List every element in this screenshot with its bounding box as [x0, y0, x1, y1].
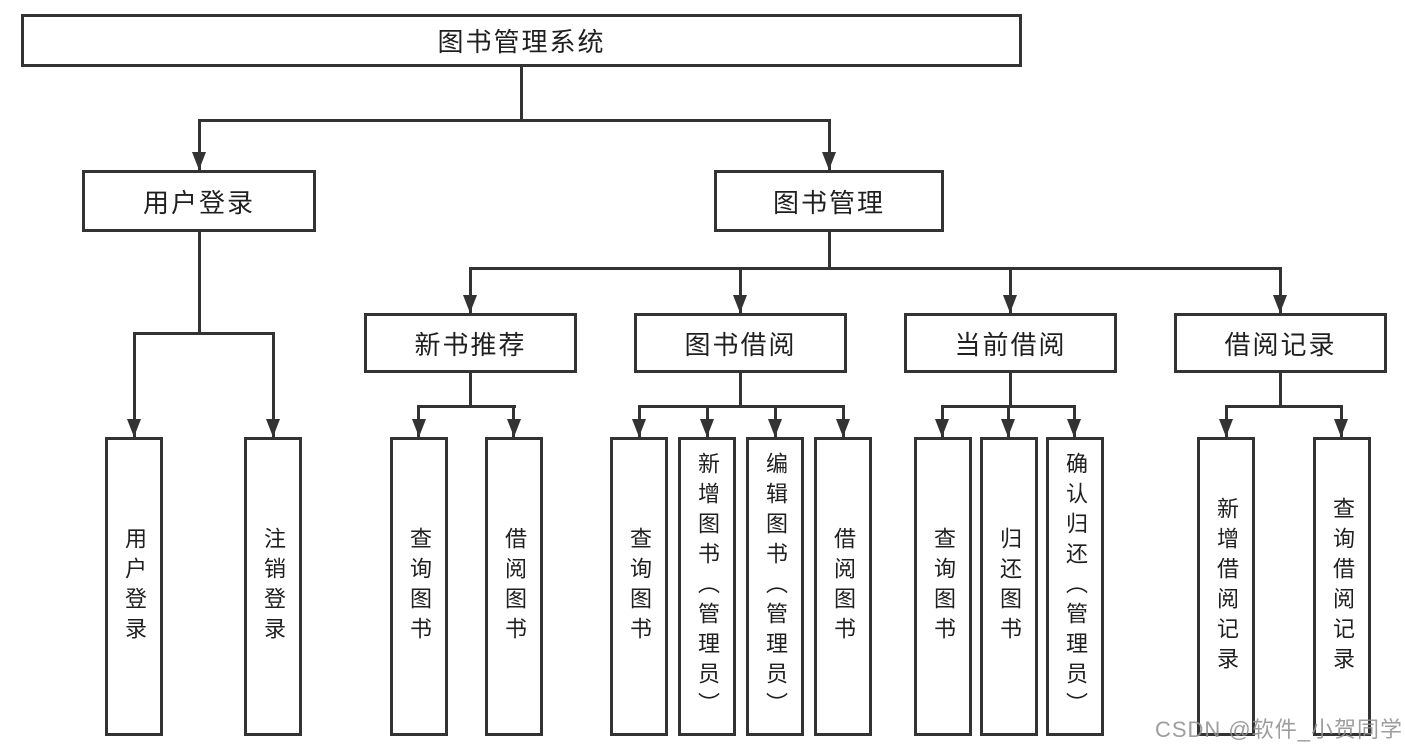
node-current-borrowing: 当前借阅	[904, 313, 1117, 373]
leaf-query-borrow-record: 查询借阅记录	[1313, 437, 1371, 736]
arrowhead-icon	[127, 419, 141, 437]
arrowhead-icon	[632, 419, 646, 437]
connector-line	[469, 267, 1282, 270]
leaf-add-books-admin: 新增图书（管理员）	[678, 437, 736, 736]
arrowhead-icon	[768, 419, 782, 437]
node-library-management-system: 图书管理系统	[21, 14, 1022, 67]
connector-line	[469, 373, 472, 408]
arrowhead-icon	[412, 419, 426, 437]
leaf-borrow-books: 借阅图书	[814, 437, 872, 736]
node-borrow-records: 借阅记录	[1174, 313, 1387, 373]
connector-line	[133, 332, 136, 437]
connector-line	[1225, 405, 1343, 408]
connector-line	[469, 267, 472, 313]
connector-line	[198, 119, 201, 170]
node-book-management: 图书管理	[714, 170, 944, 232]
connector-line	[1009, 267, 1012, 313]
leaf-user-login: 用户登录	[105, 437, 163, 736]
arrowhead-icon	[1219, 419, 1233, 437]
connector-line	[828, 232, 831, 270]
arrowhead-icon	[1334, 419, 1348, 437]
connector-line	[828, 119, 831, 170]
arrowhead-icon	[733, 295, 747, 313]
watermark: CSDN @软件_小贺同学	[1154, 717, 1403, 742]
leaf-logout: 注销登录	[244, 437, 302, 736]
leaf-query-books-current: 查询图书	[914, 437, 972, 736]
leaf-return-books: 归还图书	[980, 437, 1038, 736]
leaf-borrow-books-recommend: 借阅图书	[485, 437, 543, 736]
leaf-query-books-recommend: 查询图书	[390, 437, 448, 736]
connector-line	[417, 405, 516, 408]
connector-line	[272, 332, 275, 437]
leaf-confirm-return-admin: 确认归还（管理员）	[1046, 437, 1104, 736]
arrowhead-icon	[1067, 419, 1081, 437]
connector-line	[1009, 373, 1012, 408]
leaf-query-books-borrowing: 查询图书	[610, 437, 668, 736]
leaf-edit-books-admin: 编辑图书（管理员）	[746, 437, 804, 736]
connector-line	[739, 373, 742, 408]
arrowhead-icon	[836, 419, 850, 437]
arrowhead-icon	[1001, 419, 1015, 437]
node-book-borrowing: 图书借阅	[634, 313, 847, 373]
arrowhead-icon	[1273, 295, 1287, 313]
connector-line	[198, 232, 201, 335]
connector-line	[133, 332, 275, 335]
leaf-add-borrow-record: 新增借阅记录	[1197, 437, 1255, 736]
connector-line	[520, 67, 523, 122]
arrowhead-icon	[266, 419, 280, 437]
arrowhead-icon	[935, 419, 949, 437]
connector-line	[638, 405, 845, 408]
connector-line	[198, 119, 831, 122]
arrowhead-icon	[192, 152, 206, 170]
connector-line	[1279, 373, 1282, 408]
connector-line	[739, 267, 742, 313]
arrowhead-icon	[463, 295, 477, 313]
node-new-book-recommend: 新书推荐	[364, 313, 577, 373]
node-user-login: 用户登录	[82, 170, 316, 232]
arrowhead-icon	[822, 152, 836, 170]
arrowhead-icon	[507, 419, 521, 437]
connector-line	[1279, 267, 1282, 313]
arrowhead-icon	[700, 419, 714, 437]
arrowhead-icon	[1003, 295, 1017, 313]
